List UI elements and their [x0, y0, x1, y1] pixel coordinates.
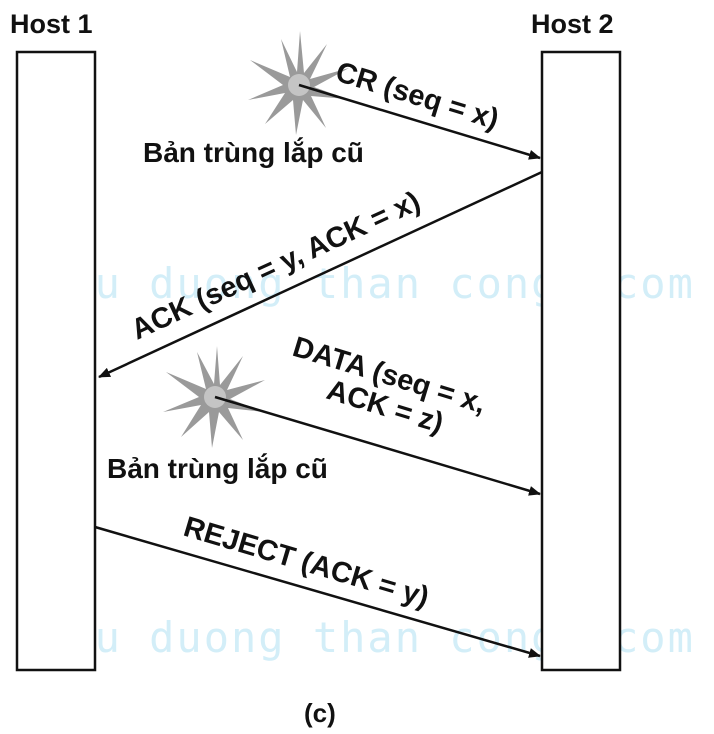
ack-arrow [98, 170, 543, 379]
host-1-label: Host 1 [10, 9, 93, 39]
figure-caption: (c) [304, 698, 336, 728]
reject-arrow [94, 525, 541, 658]
data-arrow [214, 395, 541, 496]
host-1-lifeline [15, 50, 97, 672]
host-2-label: Host 2 [531, 9, 614, 39]
old-duplicate-annotation: Bản trùng lắp cũ [143, 137, 364, 168]
cr-arrow [298, 83, 541, 160]
cr-label: CR (seq = x) [332, 56, 502, 136]
old-duplicate-annotation: Bản trùng lắp cũ [107, 453, 328, 484]
old-duplicate-burst-icon [163, 346, 265, 448]
host-2-lifeline [540, 50, 622, 672]
